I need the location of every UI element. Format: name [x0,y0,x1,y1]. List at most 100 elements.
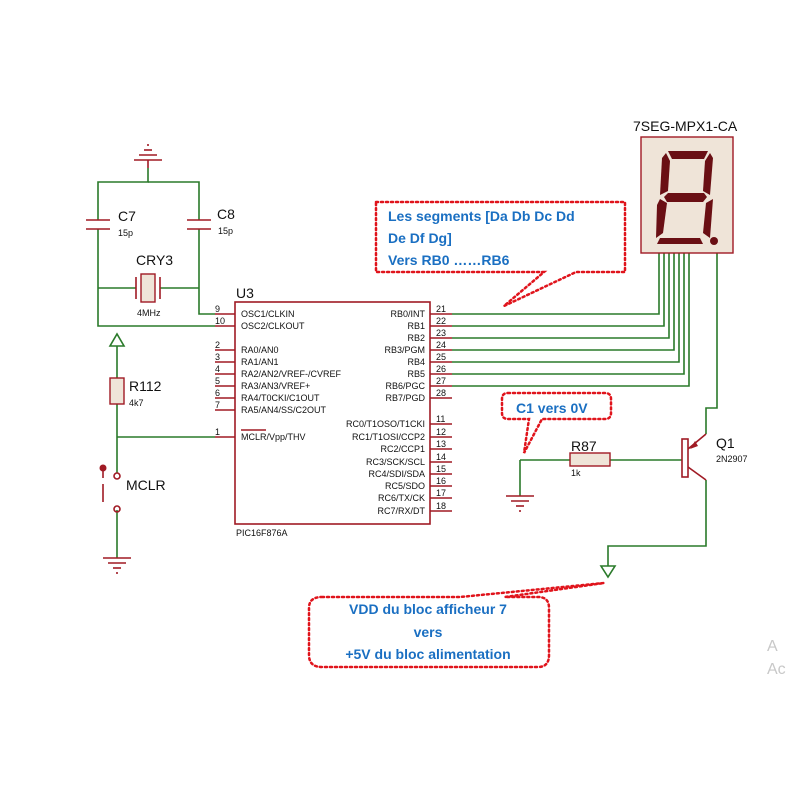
u3-pin-number: 3 [215,352,220,362]
u3-pin-name: RB5 [407,369,425,379]
u3-pin-name: RB2 [407,333,425,343]
wires [97,168,718,566]
u3-pin-number: 14 [436,452,446,462]
note-segments-border [374,200,627,308]
u3-pin-name: RB0/INT [390,309,425,319]
note-vdd: VDD du bloc afficheur 7 vers +5V du bloc… [307,581,605,669]
wire-c8-top [148,181,200,220]
u3-pin-number: 22 [436,316,446,326]
q1-ref: Q1 [716,435,735,451]
transistor-q1 [681,433,707,481]
cry3-value: 4MHz [137,308,161,318]
wire-rb4 [452,253,680,363]
u3-part: PIC16F876A [236,528,288,538]
resistor-r112 [109,377,125,405]
u3-pin-name: RB4 [407,357,425,367]
u3-pin-number: 5 [215,376,220,386]
display-ref: 7SEG-MPX1-CA [633,118,738,134]
r87-ref: R87 [571,438,597,454]
u3-pin-number: 23 [436,328,446,338]
r112-ref: R112 [129,378,162,394]
pushbutton-mclr [99,464,121,513]
note-vdd-line1: VDD du bloc afficheur 7 [349,601,507,617]
u3-pin-name: RC0/T1OSO/T1CKI [346,419,425,429]
u3-pin-name: RB1 [407,321,425,331]
u3-pin-name: RA3/AN3/VREF+ [241,381,310,391]
u3-pin-name: RC3/SCK/SCL [366,457,425,467]
power-arrow-icon [108,332,126,347]
u3-pin-number: 25 [436,352,446,362]
cry3-ref: CRY3 [136,252,173,268]
u3-pin-name: RA5/AN4/SS/C2OUT [241,405,327,415]
u3-pin-name: RB6/PGC [385,381,425,391]
capacitor-c8 [187,219,211,230]
u3-pin-name: RC2/CCP1 [380,444,425,454]
u3-pin-number: 27 [436,376,446,386]
q1-part: 2N2907 [716,454,748,464]
u3-pin-name: RC1/T1OSI/CCP2 [352,432,425,442]
u3-pin-name: RC5/SDO [385,481,425,491]
u3-pin-number: 21 [436,304,446,314]
wire-anode-q1 [705,253,718,434]
u3-pin-name: OSC2/CLKOUT [241,321,305,331]
u3-pin-name: OSC1/CLKIN [241,309,295,319]
ghost-glyph-1: A [767,638,778,655]
c8-ref: C8 [217,206,235,222]
segment-c [703,199,713,238]
u3-pin-number: 13 [436,439,446,449]
segment-e [656,199,667,238]
segment-g [664,193,707,202]
c8-value: 15p [218,226,233,236]
wire-rb3 [452,253,675,351]
wire-osc2 [97,229,215,327]
u3-pin-name: RA4/T0CKI/C1OUT [241,393,320,403]
ground-mclr [103,557,131,574]
u3-pin-number: 10 [215,316,225,326]
r112-value: 4k7 [129,398,144,408]
u3-pin-name: RB3/PGM [384,345,425,355]
u3-right-pins: 21RB0/INT22RB123RB224RB3/PGM25RB426RB527… [346,304,452,516]
c7-ref: C7 [118,208,136,224]
u3-body [234,301,431,525]
u3-pin-name: MCLR/Vpp/THV [241,432,306,442]
wire-rb2 [452,253,670,339]
note-vdd-line2: vers [414,624,443,640]
u3-pin-number: 12 [436,427,446,437]
segment-a [668,151,708,159]
display-segments [656,151,718,245]
u3-ref: U3 [236,285,254,301]
u3-pin-name: RA1/AN1 [241,357,279,367]
note-c1: C1 vers 0V [500,391,613,454]
u3-pin-name: RA0/AN0 [241,345,279,355]
note-vdd-border [307,581,605,669]
wire-c7-top [97,168,149,220]
wire-rb0 [452,253,660,315]
note-segments-line1: Les segments [Da Db Dc Dd [388,208,575,224]
u3-pin-name: RC4/SDI/SDA [368,469,425,479]
mclr-ref: MCLR [126,477,166,493]
r87-value: 1k [571,468,581,478]
u3-pin-number: 9 [215,304,220,314]
u3-pin-number: 24 [436,340,446,350]
note-segments-line2: De Df Dg] [388,230,452,246]
wire-osc1 [198,229,215,315]
